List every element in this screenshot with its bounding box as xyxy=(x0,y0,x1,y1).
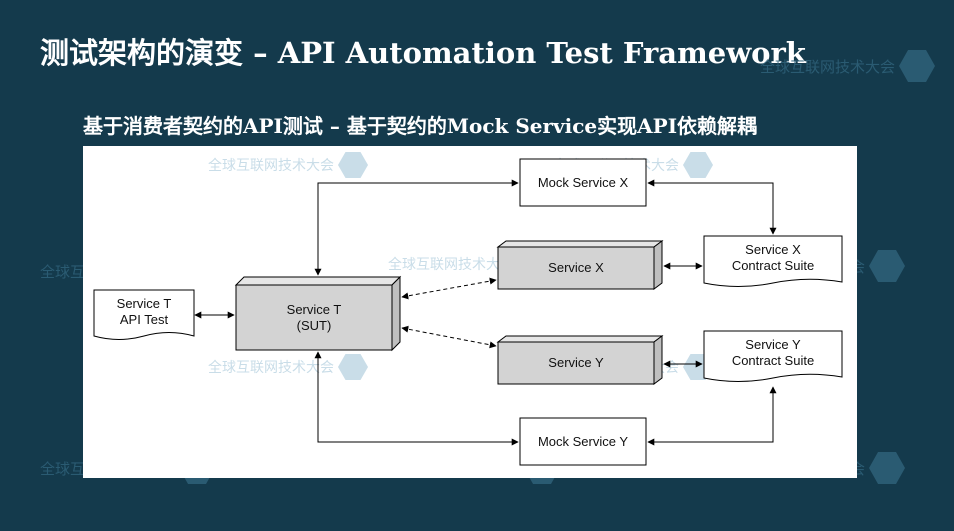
mock-service-x-box xyxy=(519,158,647,207)
watermark-hex-icon xyxy=(899,50,936,82)
watermark-logo: 全球互联网技术大会 xyxy=(760,50,936,82)
mock-service-x-label: Mock Service X xyxy=(537,174,629,190)
service-t-api-test-label: Service T API Test xyxy=(116,296,172,327)
service-t-sut-label: Service T (SUT) xyxy=(286,301,342,333)
service-x-label: Service X xyxy=(548,260,604,275)
slide-title: 测试架构的演变 – API Automation Test Framework xyxy=(40,36,806,70)
edge-sut-servicex xyxy=(401,277,497,300)
edge-mocky-contracty xyxy=(647,386,777,446)
edge-sut-mocky xyxy=(314,351,519,446)
watermark-hex-icon xyxy=(869,452,906,484)
service-x-box xyxy=(496,240,664,290)
service-t-api-test-box xyxy=(93,289,195,340)
service-x-contract-label: Service X Contract Suite xyxy=(731,242,815,273)
edge-mockx-contractx xyxy=(647,179,777,235)
service-y-contract-box xyxy=(703,330,843,382)
slide-subtitle: 基于消费者契约的API测试 – 基于契约的Mock Service实现API依赖… xyxy=(83,114,758,138)
edge-sut-mockx xyxy=(314,179,519,276)
mock-service-y-label: Mock Service Y xyxy=(537,433,629,449)
watermark-hex-icon xyxy=(869,250,906,282)
mock-service-y-box xyxy=(519,417,647,466)
service-x-contract-box xyxy=(703,235,843,287)
service-y-contract-label: Service Y Contract Suite xyxy=(731,337,815,368)
service-y-box xyxy=(496,335,664,385)
diagram-watermark: 全球互联网技术大会 xyxy=(208,152,368,178)
architecture-diagram: 全球互联网技术大会 全球互联网技术大会 全球互联网技术大会 全球互联网技术大会 … xyxy=(83,146,857,478)
edge-sut-servicey xyxy=(401,325,497,349)
service-t-sut-box xyxy=(234,275,402,352)
diagram-shapes xyxy=(93,158,843,466)
service-y-label: Service Y xyxy=(548,355,604,370)
